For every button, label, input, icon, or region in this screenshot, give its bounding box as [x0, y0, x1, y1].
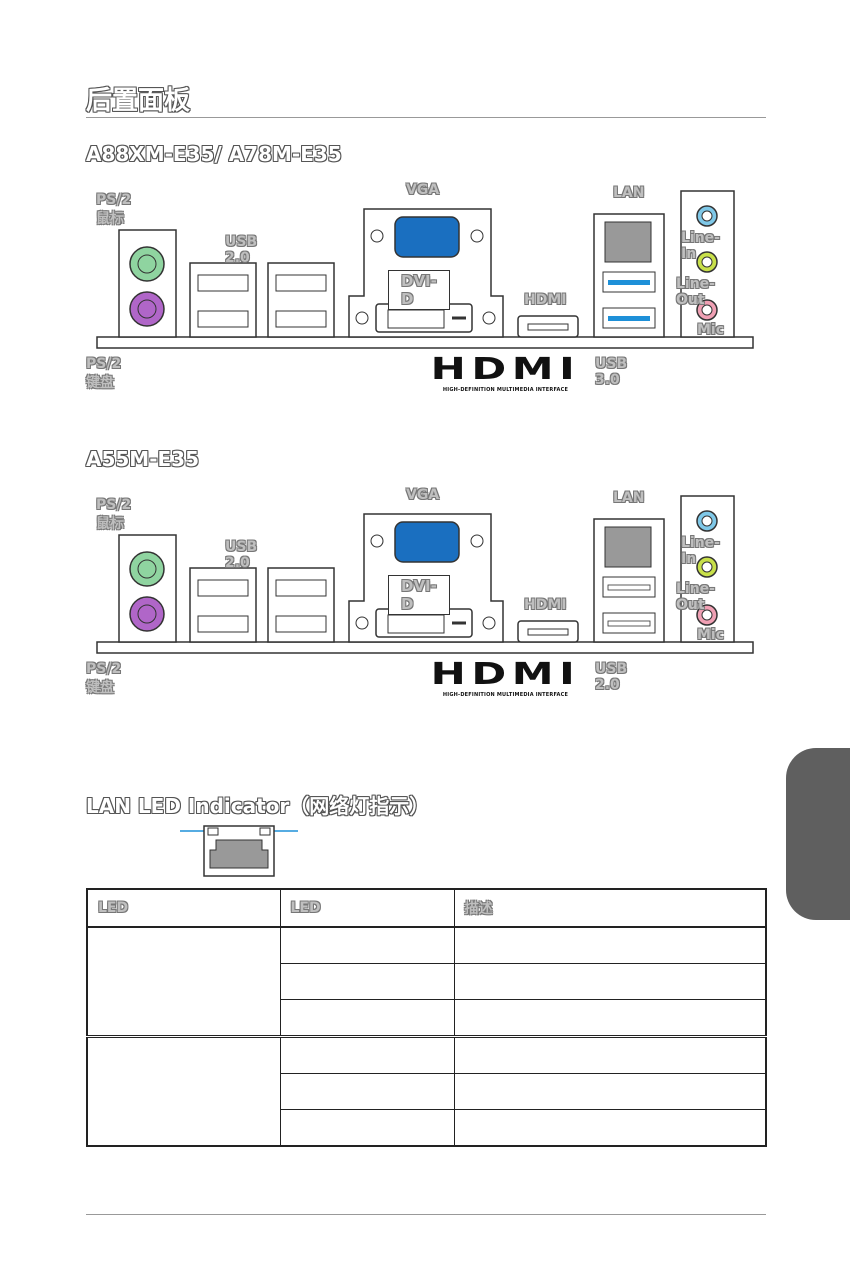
line-in-label: Line-In: [681, 230, 720, 262]
section-title-a88xm: A88XM-E35/ A78M-E35: [86, 142, 342, 166]
dvi-label: DVI-D: [388, 270, 450, 310]
title-divider: [86, 117, 766, 118]
usb2-right-label: USB 2.0: [595, 661, 628, 693]
lan-label: LAN: [613, 185, 645, 201]
mic-label: Mic: [697, 322, 725, 338]
table-cell: [453, 963, 767, 1000]
table-cell: [453, 1109, 767, 1147]
table-cell: [453, 1036, 767, 1074]
lan-led-diagram: [180, 825, 298, 877]
table-cell: [279, 999, 455, 1037]
rear-panel-diagram: [96, 190, 754, 349]
table-cell: [453, 999, 767, 1037]
table-cell: [279, 963, 455, 1000]
section-title-a55m: A55M-E35: [86, 447, 200, 471]
usb2-label: USB 2.0: [225, 234, 258, 266]
rear-panel-diagram: [96, 495, 754, 654]
footer-divider: [86, 1214, 766, 1215]
lan-label: LAN: [613, 490, 645, 506]
usb2-label: USB 2.0: [225, 539, 258, 571]
section-title-lan-led: LAN LED Indicator（网络灯指示）: [86, 794, 430, 818]
table-cell: [279, 926, 455, 964]
dvi-label: DVI-D: [388, 575, 450, 615]
table-cell: [453, 1073, 767, 1110]
table-cell: [279, 1109, 455, 1147]
table-cell: [86, 926, 281, 1037]
hdmi-label: HDMI: [524, 597, 567, 613]
hdmi-label: HDMI: [524, 292, 567, 308]
table-cell: [453, 926, 767, 964]
table-header-cell: 描述: [453, 888, 767, 928]
table-cell: [279, 1036, 455, 1074]
ps2-mouse-label: PS/2 鼠标: [96, 497, 132, 532]
table-cell: [86, 1036, 281, 1147]
table-header-cell: LED: [279, 888, 455, 928]
table-row: [87, 1109, 767, 1147]
chapter-side-tab: [786, 748, 850, 920]
mic-label: Mic: [697, 627, 725, 643]
table-row: [86, 926, 767, 1037]
ps2-mouse-label: PS/2 鼠标: [96, 192, 132, 227]
vga-label: VGA: [406, 182, 440, 198]
table-cell: [279, 1073, 455, 1110]
line-in-label: Line-In: [681, 535, 720, 567]
usb3-label: USB 3.0: [595, 356, 628, 388]
table-row: [87, 963, 767, 1000]
ps2-keyboard-label: PS/2 键盘: [86, 356, 122, 391]
table-row: [86, 1036, 767, 1147]
table-row: [87, 1073, 767, 1110]
hdmi-logo: HDMI HIGH-DEFINITION MULTIMEDIA INTERFAC…: [430, 657, 581, 699]
table-row: [87, 999, 767, 1037]
vga-label: VGA: [406, 487, 440, 503]
lan-led-table: LED LED 描述: [86, 888, 767, 1147]
table-header-row: LED LED 描述: [86, 888, 767, 928]
line-out-label: Line-Out: [676, 276, 715, 308]
ps2-keyboard-label: PS/2 键盘: [86, 661, 122, 696]
table-header-cell: LED: [86, 888, 281, 928]
hdmi-logo: HDMI HIGH-DEFINITION MULTIMEDIA INTERFAC…: [430, 352, 581, 394]
line-out-label: Line-Out: [676, 581, 715, 613]
page-title: 后置面板: [86, 86, 191, 116]
